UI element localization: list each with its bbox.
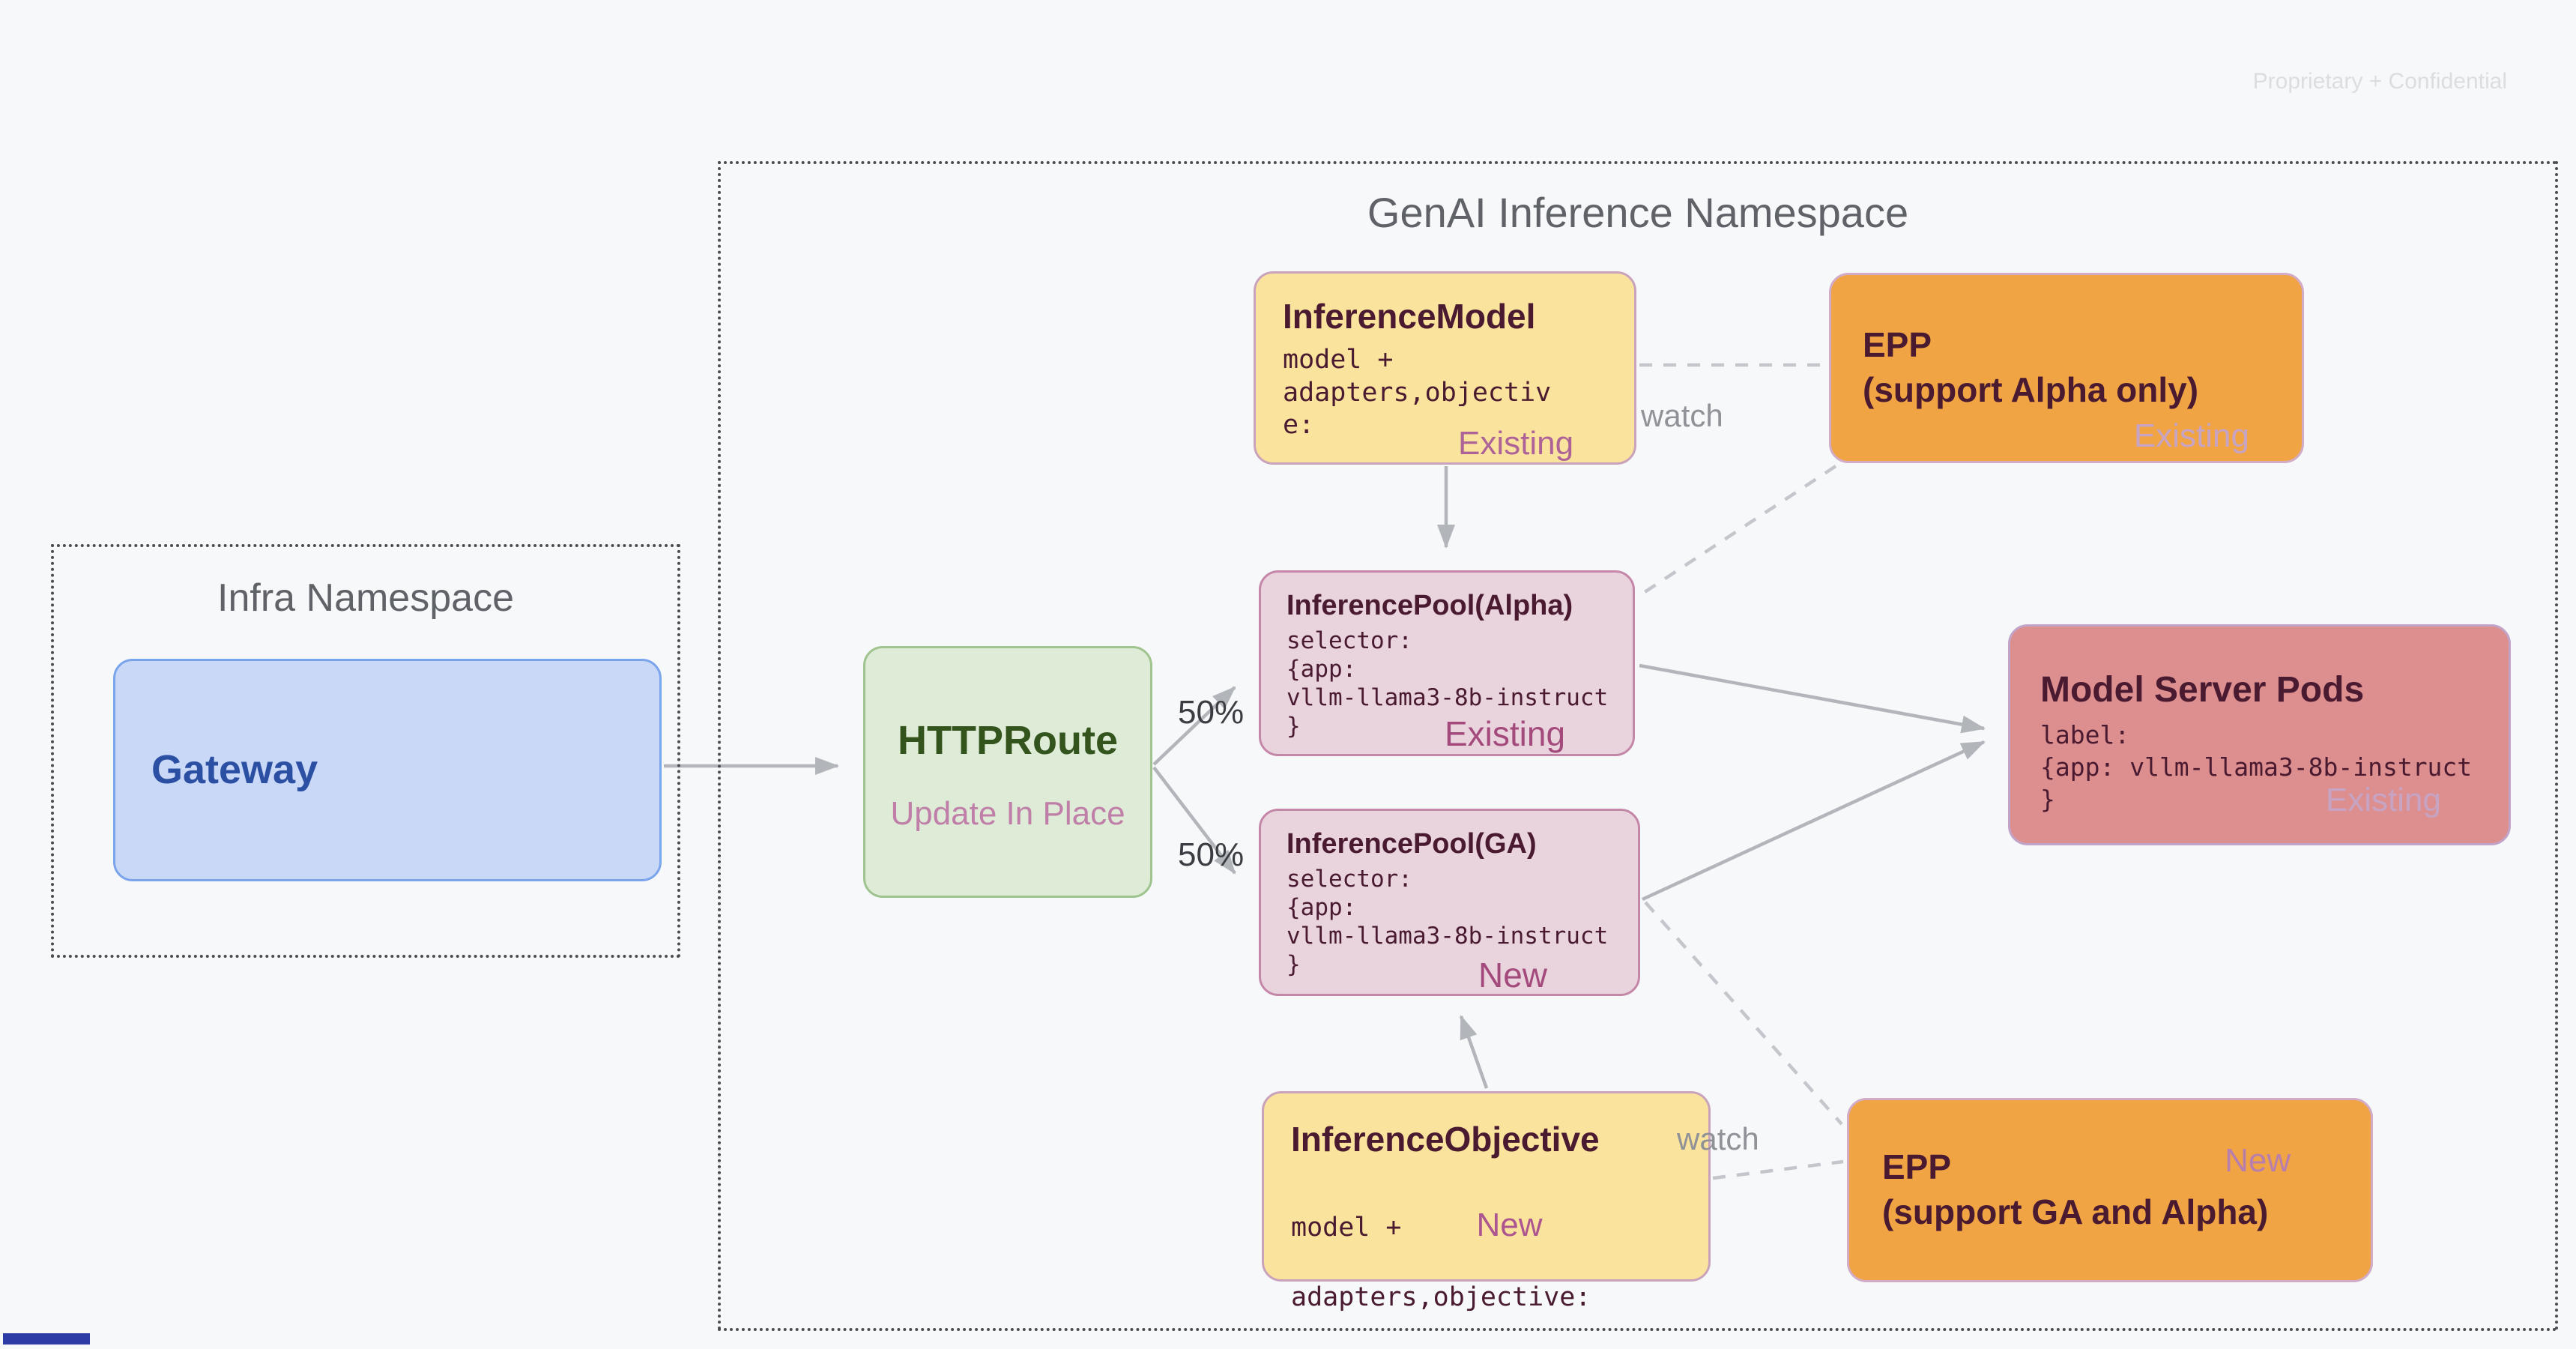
genai-namespace-box: GenAI Inference Namespace [718, 161, 2558, 1331]
inference-objective-spec-line2: adapters,objective: [1291, 1282, 1591, 1312]
epp-alpha-title: EPP (support Alpha only) [1863, 325, 2199, 409]
epp-ga-node: EPP (support GA and Alpha) New [1847, 1098, 2373, 1282]
inference-objective-status-tag: New [1476, 1207, 1543, 1244]
inference-pool-alpha-title: InferencePool(Alpha) [1287, 590, 1573, 621]
inference-pool-ga-selector: selector: {app: vllm-llama3-8b-instruct … [1287, 866, 1609, 978]
gateway-title: Gateway [151, 747, 318, 793]
inference-pool-ga-title: InferencePool(GA) [1287, 828, 1537, 860]
inference-model-status-tag: Existing [1458, 425, 1574, 462]
epp-alpha-status-tag: Existing [2133, 417, 2249, 454]
arrow-httproute-to-pool-alpha [1152, 686, 1236, 766]
arrow-httproute-to-pool-ga [1152, 766, 1236, 875]
inference-pool-ga-status-tag: New [1478, 956, 1548, 995]
model-server-pods-node: Model Server Pods label: {app: vllm-llam… [2008, 624, 2511, 845]
httproute-subtitle: Update In Place [890, 795, 1125, 833]
genai-namespace-title: GenAI Inference Namespace [1367, 189, 1909, 236]
epp-ga-title: EPP (support GA and Alpha) [1882, 1147, 2269, 1231]
model-server-pods-label: label: {app: vllm-llama3-8b-instruct } [2040, 720, 2473, 815]
gateway-node: Gateway [113, 659, 662, 881]
inference-model-title: InferenceModel [1283, 297, 1536, 336]
inference-pool-alpha-status-tag: Existing [1445, 714, 1566, 753]
slide-bottom-blue-bar [3, 1333, 90, 1345]
httproute-title: HTTPRoute [898, 718, 1118, 763]
inference-model-node: InferenceModel model + adapters,objectiv… [1254, 271, 1636, 465]
inference-objective-title: InferenceObjective [1291, 1120, 1600, 1159]
httproute-node: HTTPRoute Update In Place [863, 646, 1152, 898]
watch-label-top: watch [1641, 398, 1723, 433]
inference-pool-alpha-node: InferencePool(Alpha) selector: {app: vll… [1259, 570, 1635, 756]
arrow-pool-ga-to-pods [1642, 740, 1986, 902]
model-server-pods-title: Model Server Pods [2040, 670, 2365, 710]
traffic-split-label-alpha: 50% [1178, 694, 1245, 731]
inference-objective-spec-line1: model + [1291, 1213, 1402, 1243]
inference-pool-ga-node: InferencePool(GA) selector: {app: vllm-l… [1259, 809, 1640, 996]
dashed-epp-alpha-to-pool-alpha [1641, 465, 1837, 595]
inference-objective-node: InferenceObjective model + New adapters,… [1262, 1091, 1711, 1312]
arrow-objective-to-pool-ga [1459, 1015, 1489, 1089]
infra-namespace-box: Infra Namespace [51, 544, 680, 958]
model-server-pods-status-tag: Existing [2325, 782, 2441, 818]
watch-label-bottom: watch [1677, 1121, 1759, 1156]
infra-namespace-title: Infra Namespace [217, 576, 514, 620]
epp-ga-status-tag: New [2225, 1142, 2291, 1179]
arrow-pool-alpha-to-pods [1639, 663, 1986, 734]
epp-alpha-node: EPP (support Alpha only) Existing [1829, 273, 2304, 463]
confidential-watermark: Proprietary + Confidential [2252, 69, 2507, 94]
traffic-split-label-ga: 50% [1178, 836, 1245, 873]
dashed-pool-ga-to-epp-ga [1644, 901, 1843, 1126]
inference-pool-alpha-selector: selector: {app: vllm-llama3-8b-instruct … [1287, 627, 1609, 740]
inference-model-spec: model + adapters,objectiv e: [1283, 344, 1552, 441]
